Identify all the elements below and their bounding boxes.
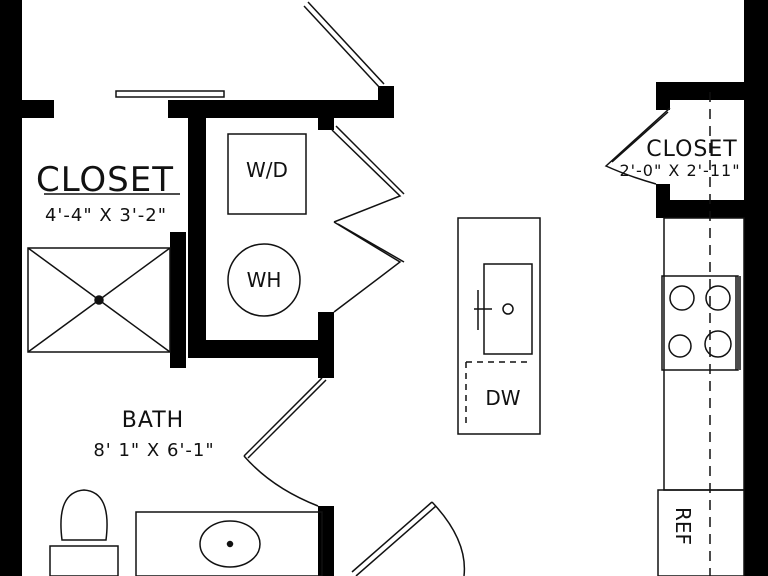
door-closet-right	[604, 107, 671, 185]
door-bath-swing	[243, 455, 319, 507]
water-heater: WH	[227, 243, 301, 317]
refrigerator: REF	[657, 489, 745, 576]
door-utility-bifold-upper	[331, 129, 402, 223]
refrigerator-label: REF	[671, 507, 695, 545]
burner	[669, 285, 695, 311]
washer-dryer: W/D	[227, 133, 307, 215]
bath-sink	[199, 520, 261, 568]
closet-right: CLOSET 2'-0" X 2'-11"	[619, 137, 740, 180]
burner	[704, 330, 732, 358]
wall-closet-right-top	[656, 82, 744, 100]
wall-right-outer	[744, 0, 768, 576]
wall-utility-bottom	[188, 340, 334, 358]
wall-closet-right	[170, 232, 186, 368]
wall-left-stub	[22, 100, 54, 118]
closet-left-title: CLOSET	[36, 160, 174, 200]
closet-right-title: CLOSET	[646, 137, 737, 162]
doors	[243, 1, 671, 576]
wall-jamb-mid	[318, 312, 334, 378]
door-bath-leaf	[243, 377, 323, 457]
kitchen-island	[457, 217, 541, 435]
closet-left: CLOSET 4'-4" X 3'-2"	[36, 160, 180, 226]
wall-left-outer	[0, 0, 22, 576]
burner	[668, 334, 692, 358]
bath: BATH 8' 1" X 6'-1"	[93, 408, 214, 461]
door-utility-bifold-lower	[333, 221, 402, 313]
range	[661, 275, 741, 371]
wall-jamb-upper	[318, 112, 334, 130]
closet-right-dims: 2'-0" X 2'-11"	[619, 161, 740, 180]
wall-closet-right-left	[656, 82, 670, 110]
door-lower-leaf	[351, 501, 433, 573]
bath-vanity	[135, 511, 323, 576]
washer-dryer-label: W/D	[246, 158, 288, 182]
toilet	[49, 489, 119, 576]
burner	[705, 285, 731, 311]
closet-left-dims: 4'-4" X 3'-2"	[45, 205, 167, 226]
wall-closet-right-bottom	[656, 200, 744, 218]
bath-title: BATH	[122, 408, 184, 433]
door-top-leaf	[303, 5, 381, 89]
window	[115, 90, 225, 98]
wall-bath-right	[318, 506, 334, 576]
water-heater-label: WH	[247, 268, 282, 292]
wall-utility-left	[188, 100, 206, 356]
door-lower-swing	[431, 501, 466, 576]
shower-drain	[94, 295, 104, 305]
wall-top-horizontal	[168, 100, 392, 118]
wall-door-jamb-top	[378, 86, 394, 118]
bath-dims: 8' 1" X 6'-1"	[93, 440, 214, 461]
dishwasher-label: DW	[485, 386, 520, 410]
shower	[27, 247, 171, 353]
